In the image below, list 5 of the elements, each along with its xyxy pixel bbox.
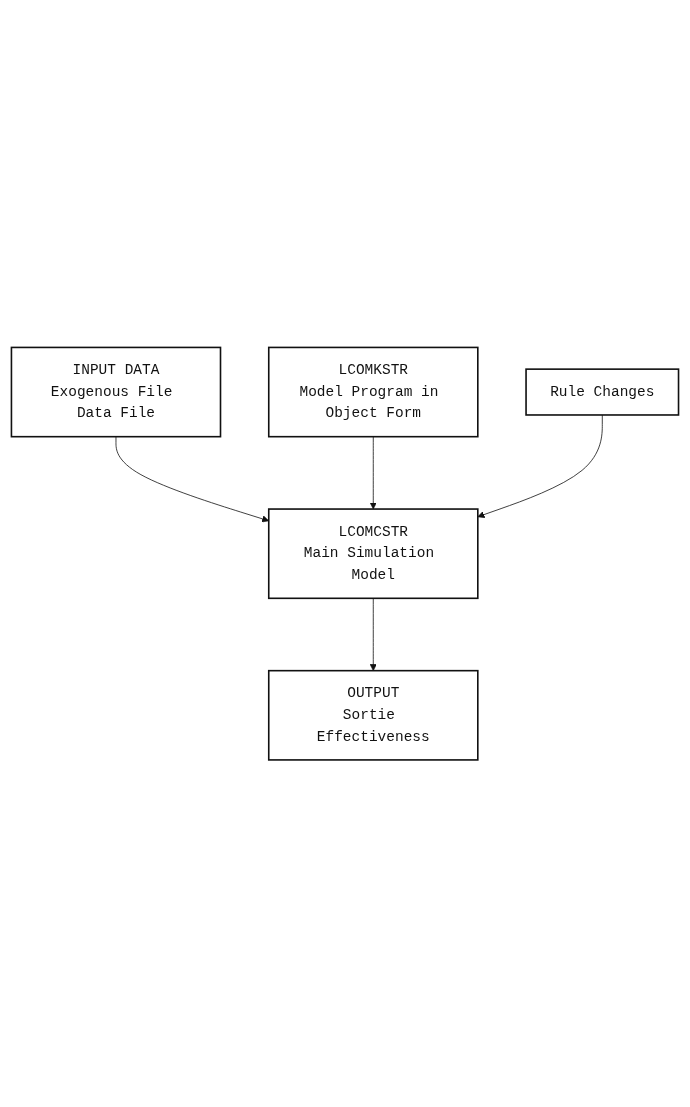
- node-box: LCOMKSTR Model Program in Object Form: [267, 346, 479, 438]
- node-box: Rule Changes: [525, 368, 680, 416]
- node-box: INPUT DATA Exogenous File Data File: [10, 346, 222, 438]
- node-box: OUTPUT Sortie Effectiveness: [267, 669, 479, 761]
- node-box: LCOMCSTR Main Simulation Model: [267, 508, 479, 599]
